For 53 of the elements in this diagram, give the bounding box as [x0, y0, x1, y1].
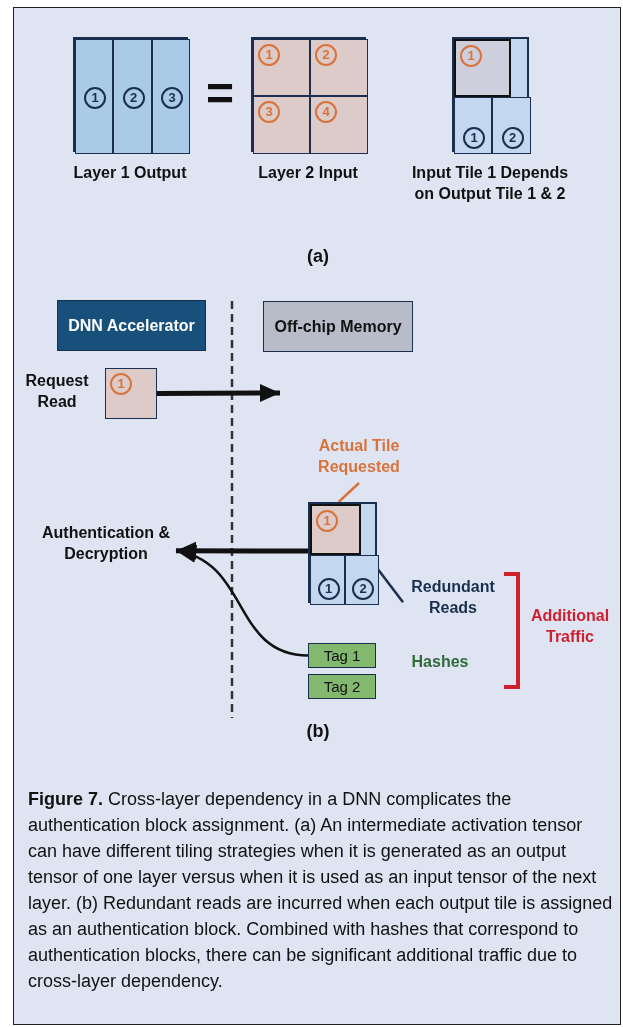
annotation-text: Additional Traffic [529, 606, 611, 647]
tile-number: 1 [460, 45, 482, 67]
figure-caption: Figure 7. Cross-layer dependency in a DNN complicates the authentication block assignment. (a) An intermediate activation tensor can have different tiling strategies when it is generated as an output tensor of one layer versus when it is used as an input tensor of the next layer. (b) Redundant reads are incurred when each output tile is assigned as an authentication block. Combined with hashes that correspond to authentication blocks, there can be significant additional traffic due to cross-layer dependency. [28, 788, 613, 993]
accelerator-box: DNN Accelerator [57, 300, 206, 351]
leader-line [337, 482, 360, 503]
tile-number: 1 [316, 510, 338, 532]
equals-sign: = [205, 70, 235, 114]
memory-box: Off-chip Memory [263, 301, 413, 352]
tile-caption: Input Tile 1 Depends on Output Tile 1 & 2 [410, 163, 570, 204]
tile [113, 39, 152, 154]
panel-label: (a) [306, 245, 330, 268]
panel-label: (b) [305, 720, 331, 743]
tile-number: 4 [315, 101, 337, 123]
tile-number: 1 [258, 44, 280, 66]
tile-caption: Request Read [24, 371, 90, 412]
tile-number: 2 [122, 86, 145, 109]
tile-caption: Layer 1 Output [72, 163, 188, 183]
tile-number: 2 [315, 44, 337, 66]
annotation-text: Hashes [410, 652, 470, 672]
tile-grid [251, 37, 366, 152]
tile [454, 39, 511, 97]
tile-number: 2 [352, 578, 374, 600]
tile [492, 97, 531, 154]
tile-number: 1 [110, 373, 132, 395]
tile [253, 39, 310, 96]
callout-text: Redundant Reads [403, 576, 503, 622]
tile-number: 1 [84, 86, 106, 109]
tile [310, 504, 361, 555]
tile [310, 555, 345, 605]
tag-box: Tag 1 [308, 643, 376, 668]
tile [310, 96, 368, 154]
tile-number: 3 [161, 86, 183, 109]
tile [152, 39, 190, 154]
tile-grid [452, 37, 529, 152]
callout-text: Actual Tile Requested [303, 435, 415, 483]
tile-grid [73, 37, 188, 152]
tile [105, 368, 157, 419]
tile-number: 1 [317, 578, 340, 600]
arrow [175, 547, 309, 657]
tile [345, 555, 379, 605]
tag-box: Tag 2 [308, 674, 376, 699]
tile-caption: Layer 2 Input [257, 163, 359, 183]
tile [75, 39, 113, 154]
tile [454, 97, 492, 154]
arrow [176, 541, 308, 560]
step-label: Authentication & Decryption [36, 522, 176, 570]
tile [253, 96, 310, 154]
arrow [157, 384, 280, 403]
tile-number: 2 [501, 127, 524, 149]
tile-number: 1 [463, 127, 485, 149]
tile-grid [308, 502, 377, 603]
tile-number: 3 [258, 101, 280, 123]
tile [310, 39, 368, 96]
